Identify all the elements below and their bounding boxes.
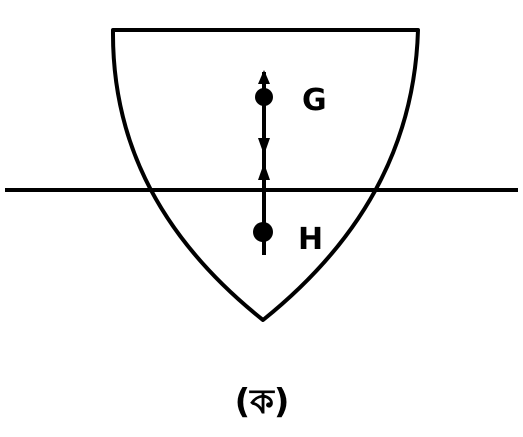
- point-g-label: G: [302, 83, 327, 118]
- up-arrow-tip-icon: [258, 70, 270, 84]
- up-arrow-icon: [258, 163, 270, 180]
- point-h-label: H: [298, 222, 323, 257]
- point-h: [253, 222, 273, 242]
- figure-caption: (ক): [235, 382, 290, 422]
- point-g: [255, 88, 273, 106]
- down-arrow-icon: [258, 138, 270, 155]
- floating-body-outline: [110, 28, 420, 322]
